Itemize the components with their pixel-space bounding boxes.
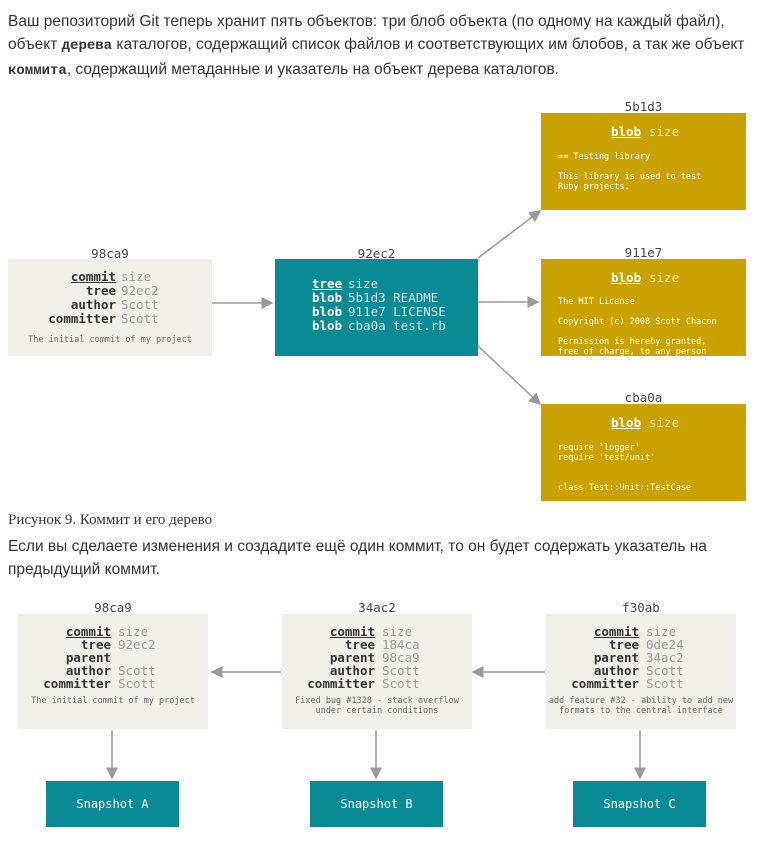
intro-code-commit: коммита	[8, 63, 67, 79]
fig10-commit-hash-1: 98ca9	[94, 600, 132, 615]
blob-content-1: == Testing library This library is used …	[558, 152, 702, 192]
tree-val-2: 911e7 LICENSE	[348, 304, 446, 319]
commit-key-1: tree	[85, 283, 116, 298]
fig10-commit-box-3: commit size tree 0de24 parent 34ac2 auth…	[546, 614, 736, 729]
commit-box: commit size tree 92ec2 author Scott comm…	[8, 259, 212, 356]
fig10-c2-val-3: Scott	[382, 663, 420, 678]
fig10-c2-key-1: tree	[344, 637, 375, 652]
blob-hash-2: 911e7	[624, 245, 663, 260]
fig10-c1-val-0: size	[118, 624, 149, 639]
fig10-c3-val-4: Scott	[646, 676, 684, 691]
snapshot-a: Snapshot A	[46, 781, 179, 827]
fig10-c1-key-2: parent	[65, 650, 111, 665]
fig10-commit-box-2: commit size tree 184ca parent 98ca9 auth…	[282, 614, 472, 729]
fig10-c2-val-0: size	[382, 624, 413, 639]
fig10-c1-val-1: 92ec2	[118, 637, 156, 652]
fig10-c3-key-0: commit	[593, 624, 639, 639]
commit-val-2: Scott	[121, 297, 159, 312]
commit-val-1: 92ec2	[121, 283, 159, 298]
fig10-c3-key-1: tree	[608, 637, 639, 652]
blob-key-1: blob	[611, 124, 642, 139]
paragraph-2: Если вы сделаете изменения и создадите е…	[8, 538, 707, 578]
fig10-c2-key-0: commit	[329, 624, 375, 639]
fig10-c3-val-3: Scott	[646, 663, 684, 678]
blob-val-2: size	[649, 270, 680, 285]
fig10-c2-key-2: parent	[329, 650, 375, 665]
commit-val-3: Scott	[121, 311, 159, 326]
fig10-c3-val-2: 34ac2	[646, 650, 684, 665]
fig10-c1-key-3: author	[65, 663, 111, 678]
intro-paragraph: Ваш репозиторий Git теперь хранит пять о…	[8, 10, 748, 83]
snapshot-b: Snapshot B	[310, 781, 443, 827]
fig10-c2-val-2: 98ca9	[382, 650, 420, 665]
blob-hash-3: cba0a	[624, 390, 663, 405]
tree-key-2: blob	[312, 304, 343, 319]
fig10-c3-key-3: author	[593, 663, 639, 678]
fig10-c1-key-4: committer	[43, 676, 111, 691]
commit-key-2: author	[70, 297, 116, 312]
blob-content-2: The MIT License Copyright (c) 2008 Scott…	[558, 297, 717, 356]
intro-code-tree: дерева	[61, 38, 113, 54]
snapshot-c: Snapshot C	[573, 781, 706, 827]
intro-text-2: каталогов, содержащий список файлов и со…	[112, 36, 745, 53]
fig10-c1-message: The initial commit of my project	[31, 696, 195, 706]
fig10-c1-val-4: Scott	[118, 676, 156, 691]
fig10-c1-val-3: Scott	[118, 663, 156, 678]
tree-key-3: blob	[312, 318, 343, 333]
arrow-tree-to-blob-3	[477, 345, 542, 406]
figure9-caption: Рисунок 9. Коммит и его дерево	[8, 512, 213, 528]
fig10-c3-key-4: committer	[571, 676, 639, 691]
fig10-c2-key-3: author	[329, 663, 375, 678]
fig10-commit-hash-3: f30ab	[622, 600, 660, 615]
commit-key-3: committer	[48, 311, 116, 326]
fig10-c1-key-1: tree	[80, 637, 111, 652]
intro-text-3: , содержащий метаданные и указатель на о…	[66, 61, 559, 78]
tree-val-0: size	[348, 276, 379, 291]
fig10-c3-message: add feature #32 - ability to add new for…	[548, 696, 734, 716]
fig10-c3-key-2: parent	[593, 650, 639, 665]
fig10-c3-val-1: 0de24	[646, 637, 684, 652]
commit-key-0: commit	[70, 269, 116, 284]
tree-val-1: 5b1d3 README	[348, 290, 439, 305]
fig10-c3-val-0: size	[646, 624, 677, 639]
fig10-c2-key-4: committer	[307, 676, 375, 691]
fig10-commit-hash-2: 34ac2	[358, 600, 396, 615]
commit-message: The initial commit of my project	[28, 335, 192, 345]
arrow-tree-to-blob-1	[477, 210, 542, 259]
blob-box-3: blob size require 'logger' require 'test…	[541, 404, 746, 501]
tree-box: tree size blob 5b1d3 README blob 911e7 L…	[275, 259, 478, 356]
blob-val-1: size	[649, 124, 680, 139]
fig10-c1-key-0: commit	[65, 624, 111, 639]
fig10-commit-box-1: commit size tree 92ec2 parent author Sco…	[18, 614, 208, 729]
blob-hash-1: 5b1d3	[624, 99, 663, 114]
fig10-c2-message: Fixed bug #1328 - stack overflow under c…	[295, 696, 459, 716]
intro-text-1: Ваш репозиторий Git теперь хранит пять о…	[8, 13, 725, 53]
blob-key-2: blob	[611, 270, 642, 285]
blob-box-2: blob size The MIT License Copyright (c) …	[541, 259, 746, 356]
tree-key-0: tree	[312, 276, 343, 291]
blob-val-3: size	[649, 415, 680, 430]
commit-val-0: size	[121, 269, 152, 284]
blob-key-3: blob	[611, 415, 642, 430]
blob-content-3: require 'logger' require 'test/unit' cla…	[558, 443, 692, 493]
commit-hash: 98ca9	[91, 246, 129, 261]
tree-key-1: blob	[312, 290, 343, 305]
fig10-c2-val-4: Scott	[382, 676, 420, 691]
tree-hash: 92ec2	[357, 246, 396, 261]
blob-box-1: blob size == Testing library This librar…	[541, 113, 746, 210]
tree-val-3: cba0a test.rb	[348, 318, 446, 333]
fig10-c2-val-1: 184ca	[382, 637, 420, 652]
